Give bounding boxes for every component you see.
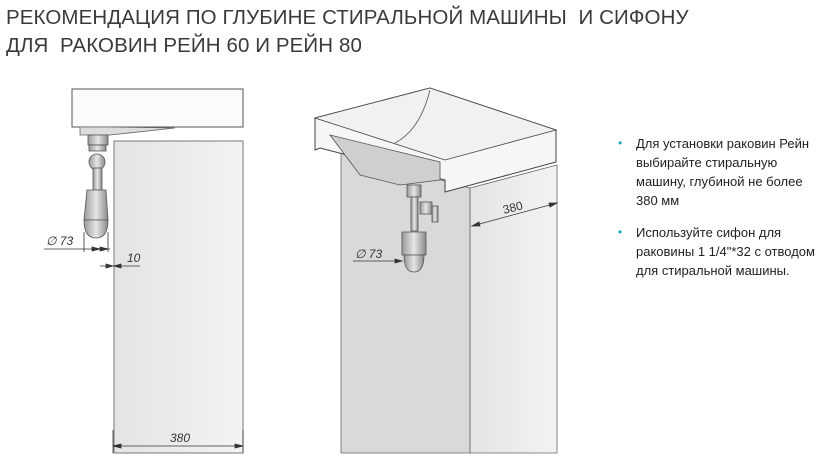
recommendation-text: Используйте сифон для раковины 1 1/4"*32… xyxy=(636,225,815,278)
side-view-sink xyxy=(71,88,244,128)
perspective-depth-label: 380 xyxy=(501,198,524,217)
perspective-cabinet-side xyxy=(469,164,558,454)
recommendation-item: • Для установки раковин Рейн выбирайте ст… xyxy=(616,134,816,210)
perspective-diameter-label: ∅ 73 xyxy=(355,247,382,261)
side-view-drawing: ∅ 73 10 380 xyxy=(44,88,244,454)
side-view-depth-label: 380 xyxy=(170,431,190,445)
side-view-cabinet xyxy=(113,140,244,454)
bullet-icon: • xyxy=(618,225,623,239)
perspective-view-drawing: 380 ∅ 73 xyxy=(313,87,559,454)
side-view-siphon xyxy=(83,134,109,239)
perspective-siphon xyxy=(401,184,439,273)
recommendation-text: Для установки раковин Рейн выбирайте сти… xyxy=(636,136,810,208)
title-line-2: ДЛЯ РАКОВИН РЕЙН 60 И РЕЙН 80 xyxy=(6,34,362,57)
title-line-1: РЕКОМЕНДАЦИЯ ПО ГЛУБИНЕ СТИРАЛЬНОЙ МАШИН… xyxy=(6,6,689,29)
recommendation-list: • Для установки раковин Рейн выбирайте ст… xyxy=(616,134,832,293)
bullet-icon: • xyxy=(618,136,623,150)
side-view-diameter-label: ∅ 73 xyxy=(46,234,73,248)
side-view-gap-label: 10 xyxy=(127,251,141,265)
page-title: РЕКОМЕНДАЦИЯ ПО ГЛУБИНЕ СТИРАЛЬНОЙ МАШИН… xyxy=(6,4,689,60)
perspective-cabinet-front xyxy=(340,152,471,454)
recommendation-item: • Используйте сифон для раковины 1 1/4"*3… xyxy=(616,223,816,280)
